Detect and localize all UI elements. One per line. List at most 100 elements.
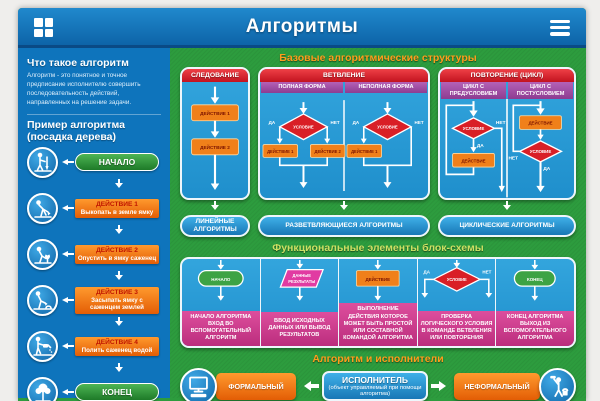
svg-text:НЕТ: НЕТ — [496, 121, 506, 127]
element-data[interactable]: ДАННЫЕ РЕЗУЛЬТАТЫ ВВОД ИСХОДНЫХ ДАННЫХ И… — [260, 258, 340, 346]
painter-person-icon — [539, 367, 576, 401]
sequence-diagram: ДЕЙСТВИЕ 1 ДЕЙСТВИЕ 2 — [191, 86, 239, 190]
linear-algorithms-label[interactable]: ЛИНЕЙНЫЕ АЛГОРИТМЫ — [180, 214, 250, 237]
svg-text:ДЕЙСТВИЕ 2: ДЕЙСТВИЕ 2 — [200, 143, 230, 150]
executor-box[interactable]: ИСПОЛНИТЕЛЬ (объект управляемый при помо… — [322, 371, 428, 401]
svg-text:ДА: ДА — [353, 120, 360, 125]
arrow-down-icon — [115, 224, 123, 239]
end-node[interactable]: КОНЕЦ — [75, 383, 159, 401]
svg-text:ДЕЙСТВИЕ: ДЕЙСТВИЕ — [528, 121, 552, 126]
tree-icon — [27, 376, 58, 401]
arrow-down-icon — [503, 200, 511, 215]
gardener-with-shovel-icon — [27, 146, 58, 178]
flow-row-start: НАЧАЛО — [27, 146, 161, 178]
svg-text:НЕТ: НЕТ — [482, 269, 491, 274]
panel-sequence-title: СЛЕДОВАНИЕ — [182, 69, 248, 82]
action-shape: ДЕЙСТВИЕ — [356, 259, 400, 301]
svg-text:ДА: ДА — [269, 120, 276, 125]
svg-text:ДЕЙСТВИЕ: ДЕЙСТВИЕ — [461, 159, 485, 164]
flow-row-action4: ДЕЙСТВИЕ 4 Полить саженец водой — [27, 330, 161, 362]
arrow-down-icon — [115, 362, 123, 377]
start-node[interactable]: НАЧАЛО — [75, 153, 159, 172]
start-description: НАЧАЛО АЛГОРИТМА ВХОД ВО ВСПОМОГАТЕЛЬНЫЙ… — [182, 310, 260, 346]
svg-text:ДЕЙСТВИЕ 1: ДЕЙСТВИЕ 1 — [200, 109, 230, 116]
condition-description: ПРОВЕРКА ЛОГИЧЕСКОГО УСЛОВИЯ В КОМАНДЕ В… — [417, 310, 496, 346]
arrow-left-icon — [59, 251, 74, 258]
hamburger-menu-icon[interactable] — [550, 20, 570, 36]
svg-text:РЕЗУЛЬТАТЫ: РЕЗУЛЬТАТЫ — [288, 279, 315, 284]
informal-performer-button[interactable]: НЕФОРМАЛЬНЫЙ — [454, 372, 540, 400]
sidebar: Что такое алгоритм Алгоритм - это понятн… — [18, 48, 170, 401]
structures-heading: Базовые алгоритмические структуры — [279, 52, 477, 64]
element-action[interactable]: ДЕЙСТВИЕ ВЫПОЛНЕНИЕ ДЕЙСТВИЯ КОТОРОЕ МОЖ… — [339, 258, 418, 346]
flow-row-action1: ДЕЙСТВИЕ 1 Выкопать в земле ямку — [27, 192, 161, 224]
panel-sequence[interactable]: СЛЕДОВАНИЕ ДЕЙСТВИЕ 1 ДЕЙСТВИЕ 2 — [180, 67, 250, 200]
main-board: Базовые алгоритмические структуры СЛЕДОВ… — [170, 48, 586, 401]
header-bar: Алгоритмы — [18, 8, 586, 48]
arrow-down-icon — [211, 200, 219, 215]
svg-text:УСЛОВИЕ: УСЛОВИЕ — [293, 124, 314, 129]
condition-shape: УСЛОВИЕ ДА НЕТ — [421, 259, 492, 298]
example-heading: Пример алгоритма (посадка дерева) — [27, 118, 125, 143]
svg-text:ДАННЫЕ: ДАННЫЕ — [292, 273, 311, 278]
svg-text:ДА: ДА — [477, 144, 484, 150]
flow-row-action3: ДЕЙСТВИЕ 3 Засыпать ямку с саженцем земл… — [27, 284, 161, 316]
svg-text:НЕТ: НЕТ — [508, 156, 518, 162]
arrow-left-icon — [59, 389, 74, 396]
tree-planting-flowchart: НАЧАЛО ДЕЙСТВИЕ 1 Выкопать в земле ямку — [27, 146, 161, 401]
panel-loop[interactable]: ПОВТОРЕНИЕ (ЦИКЛ) ЦИКЛ С ПРЕДУСЛОВИЕМ ЦИ… — [438, 67, 576, 200]
branching-algorithms-label[interactable]: РАЗВЕТВЛЯЮЩИЕСЯ АЛГОРИТМЫ — [258, 214, 430, 237]
svg-text:ДА: ДА — [543, 167, 550, 173]
cyclic-algorithms-label[interactable]: ЦИКЛИЧЕСКИЕ АЛГОРИТМЫ — [438, 214, 576, 237]
data-shape: ДАННЫЕ РЕЗУЛЬТАТЫ — [279, 259, 324, 301]
action1-node[interactable]: ДЕЙСТВИЕ 1 Выкопать в земле ямку — [75, 198, 159, 218]
algorithm-definition-text: Алгоритм - это понятное и точное предпис… — [27, 72, 141, 106]
panel-loop-title: ПОВТОРЕНИЕ (ЦИКЛ) — [440, 69, 574, 82]
performers-row: ФОРМАЛЬНЫЙ ИСПОЛНИТЕЛЬ (объект управляем… — [180, 367, 576, 401]
incomplete-form-subtitle: НЕПОЛНАЯ ФОРМА — [345, 82, 427, 93]
structures-panels: СЛЕДОВАНИЕ ДЕЙСТВИЕ 1 ДЕЙСТВИЕ 2 ВЕТВЛЕН… — [180, 67, 576, 200]
svg-text:ДЕЙСТВИЕ: ДЕЙСТВИЕ — [366, 275, 391, 282]
svg-text:УСЛОВИЕ: УСЛОВИЕ — [530, 149, 552, 154]
svg-text:КОНЕЦ: КОНЕЦ — [527, 277, 543, 282]
arrow-left-icon — [59, 343, 74, 350]
action3-node[interactable]: ДЕЙСТВИЕ 3 Засыпать ямку с саженцем земл… — [75, 287, 159, 314]
loop-diagram: УСЛОВИЕ НЕТ ДА ДЕЙСТВИЕ ДЕЙСТВИЕ — [445, 99, 563, 198]
page-title: Алгоритмы — [245, 15, 359, 37]
svg-text:ДА: ДА — [423, 269, 430, 274]
arrow-left-icon — [59, 297, 74, 304]
svg-text:ДЕЙСТВИЕ 1: ДЕЙСТВИЕ 1 — [267, 149, 294, 154]
digging-icon — [27, 192, 58, 224]
svg-text:УСЛОВИЕ: УСЛОВИЕ — [377, 124, 398, 129]
arrow-right-icon — [431, 381, 451, 392]
grid-menu-icon[interactable] — [34, 18, 53, 37]
what-is-algorithm-heading: Что такое алгоритм — [27, 57, 129, 69]
arrow-left-icon — [299, 381, 319, 392]
svg-text:УСЛОВИЕ: УСЛОВИЕ — [463, 126, 485, 131]
planting-icon — [27, 238, 58, 270]
arrow-down-icon — [115, 316, 123, 331]
precondition-subtitle: ЦИКЛ С ПРЕДУСЛОВИЕМ — [441, 82, 506, 100]
full-form-subtitle: ПОЛНАЯ ФОРМА — [261, 82, 343, 93]
flow-row-action2: ДЕЙСТВИЕ 2 Опустить в ямку саженец — [27, 238, 161, 270]
element-end[interactable]: КОНЕЦ КОНЕЦ АЛГОРИТМА ВЫХОД ИЗ ВСПОМОГАТ… — [496, 259, 574, 346]
formal-performer-button[interactable]: ФОРМАЛЬНЫЙ — [216, 372, 296, 400]
flow-row-end: КОНЕЦ — [27, 376, 161, 401]
start-shape: НАЧАЛО — [197, 259, 244, 301]
action2-node[interactable]: ДЕЙСТВИЕ 2 Опустить в ямку саженец — [75, 244, 159, 264]
end-description: КОНЕЦ АЛГОРИТМА ВЫХОД ИЗ ВСПОМОГАТЕЛЬНОГ… — [496, 310, 574, 346]
arrow-down-icon — [115, 178, 123, 193]
postcondition-subtitle: ЦИКЛ С ПОСТУСЛОВИЕМ — [508, 82, 573, 100]
arrow-down-icon — [115, 270, 123, 285]
element-condition[interactable]: УСЛОВИЕ ДА НЕТ ПРОВЕРКА ЛОГИЧЕСКОГО УСЛО… — [417, 258, 497, 346]
fill-hole-icon — [27, 284, 58, 316]
svg-text:УСЛОВИЕ: УСЛОВИЕ — [447, 277, 467, 282]
svg-text:НАЧАЛО: НАЧАЛО — [211, 277, 231, 282]
action-description: ВЫПОЛНЕНИЕ ДЕЙСТВИЯ КОТОРОЕ МОЖЕТ БЫТЬ П… — [339, 303, 417, 346]
panel-branching[interactable]: ВЕТВЛЕНИЕ ПОЛНАЯ ФОРМА НЕПОЛНАЯ ФОРМА УС… — [258, 67, 430, 200]
arrow-down-icon — [340, 200, 348, 215]
computer-icon — [180, 367, 217, 401]
element-start[interactable]: НАЧАЛО НАЧАЛО АЛГОРИТМА ВХОД ВО ВСПОМОГА… — [182, 258, 261, 346]
data-description: ВВОД ИСХОДНЫХ ДАННЫХ ИЛИ ВЫВОД РЕЗУЛЬТАТ… — [260, 311, 339, 346]
action4-node[interactable]: ДЕЙСТВИЕ 4 Полить саженец водой — [75, 336, 159, 356]
